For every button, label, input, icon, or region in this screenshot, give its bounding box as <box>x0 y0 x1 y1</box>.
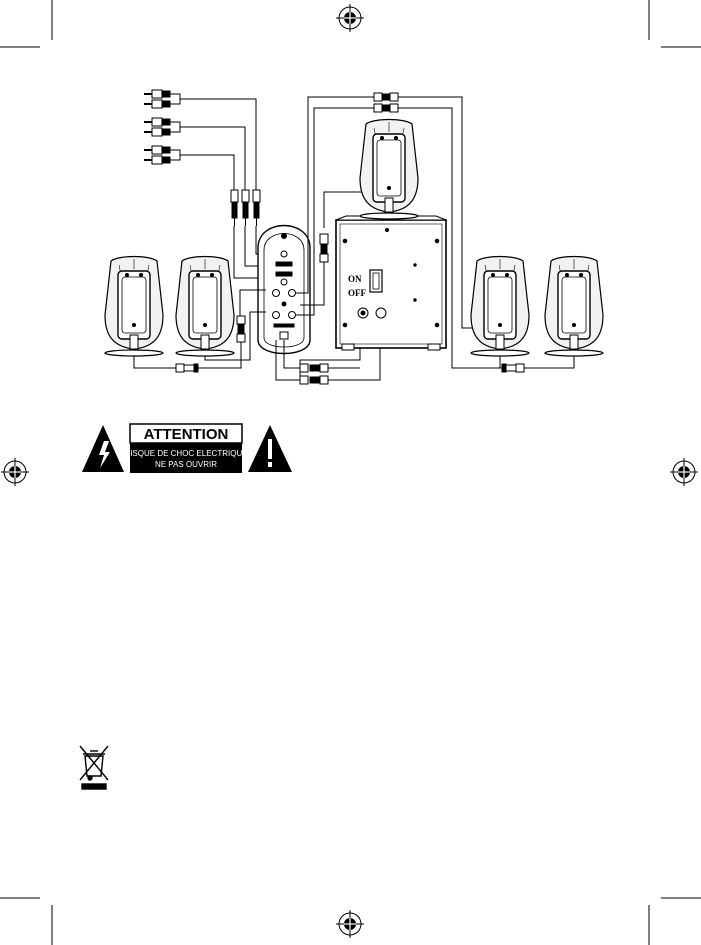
right-splitter <box>502 364 524 372</box>
left-cable-plug <box>237 316 245 342</box>
registration-crosshair-icon <box>1 458 29 486</box>
caution-line-1: RISQUE DE CHOC ELECTRIQUE <box>124 449 247 458</box>
left-splitter <box>176 364 198 372</box>
switch-on-label: ON <box>348 274 362 284</box>
center-speaker <box>360 120 418 220</box>
front-left-speaker <box>105 257 163 357</box>
input-plug-center-sub <box>144 146 178 164</box>
switch-off-label: OFF <box>348 288 366 298</box>
caution-line-2: NE PAS OUVRIR <box>155 460 217 469</box>
caution-title: ATTENTION <box>144 426 229 443</box>
front-right-speaker <box>471 257 529 357</box>
rear-right-speaker <box>545 257 603 357</box>
input-jack-plugs <box>231 190 260 226</box>
registration-crosshair-icon <box>336 4 364 32</box>
input-plug-rear <box>144 118 178 136</box>
crossed-out-bin-icon <box>80 746 108 789</box>
subwoofer <box>336 220 446 350</box>
input-plug-front <box>144 90 178 108</box>
registration-crosshair-icon <box>670 458 698 486</box>
registration-crosshair-icon <box>336 910 364 938</box>
center-cable-plug <box>320 234 328 262</box>
sub-rca-input <box>374 93 398 112</box>
rear-left-speaker <box>176 257 234 357</box>
bottom-rca-cables <box>300 364 328 384</box>
